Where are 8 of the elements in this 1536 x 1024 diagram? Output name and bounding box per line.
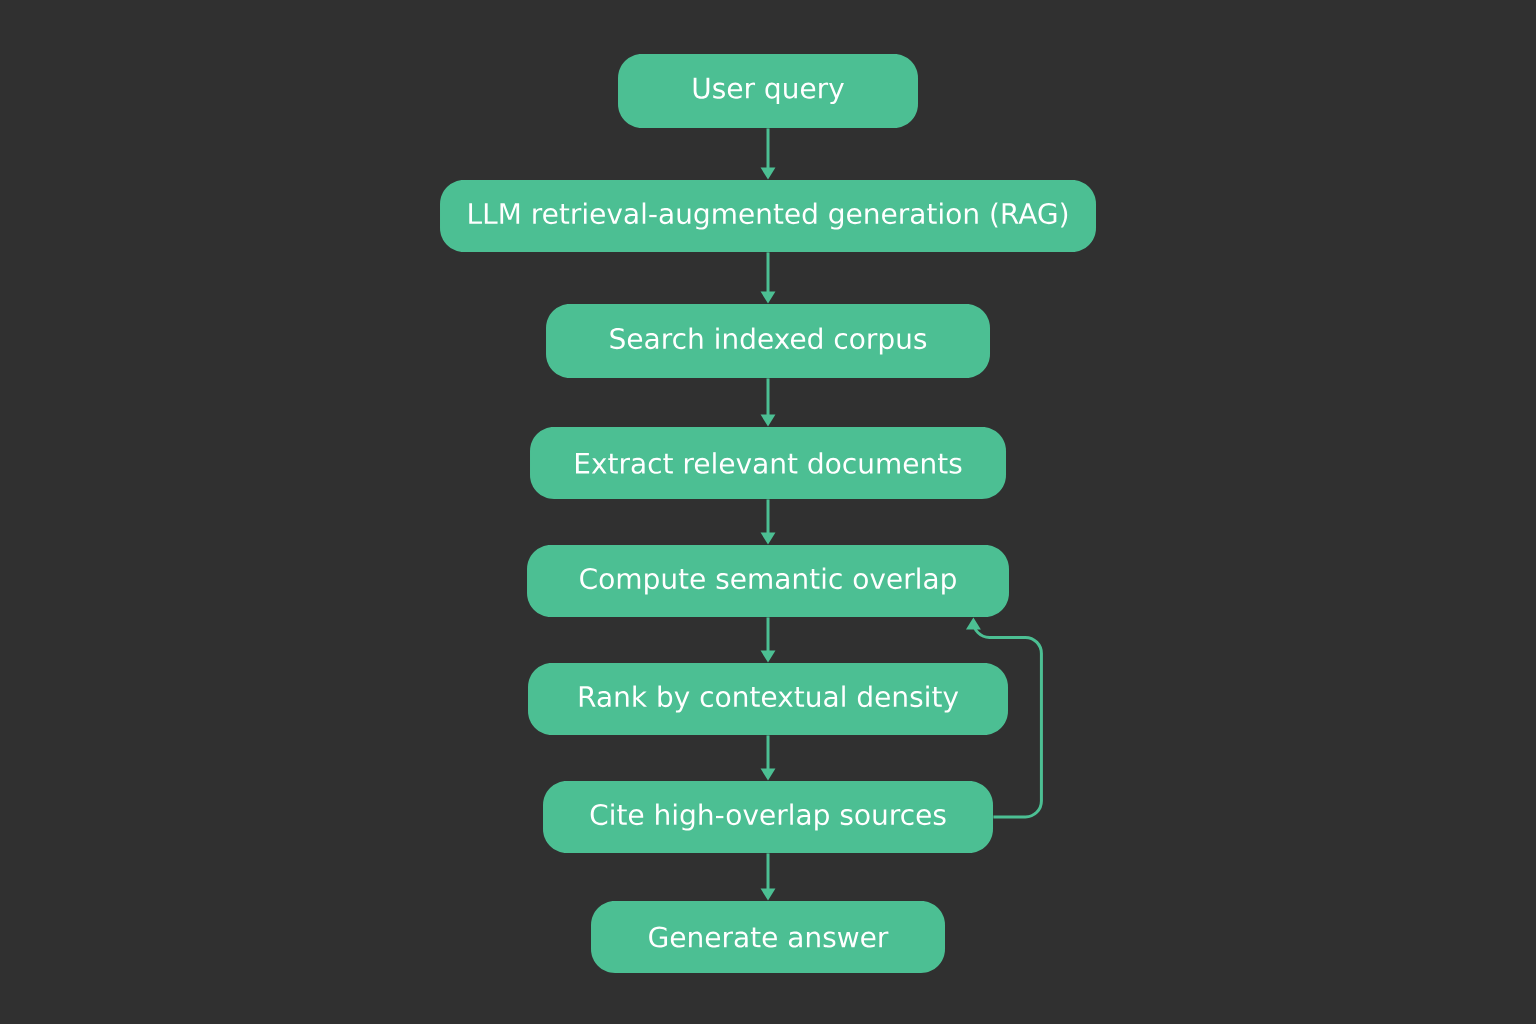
process-box: Rank by contextual density: [528, 663, 1008, 735]
process-box: Cite high-overlap sources: [543, 781, 993, 853]
process-box: Generate answer: [591, 901, 945, 973]
process-box: User query: [618, 54, 918, 128]
process-box: Compute semantic overlap: [527, 545, 1009, 617]
process-box: LLM retrieval-augmented generation (RAG): [440, 180, 1096, 252]
process-box: Search indexed corpus: [546, 304, 990, 378]
process-box: Extract relevant documents: [530, 427, 1006, 499]
